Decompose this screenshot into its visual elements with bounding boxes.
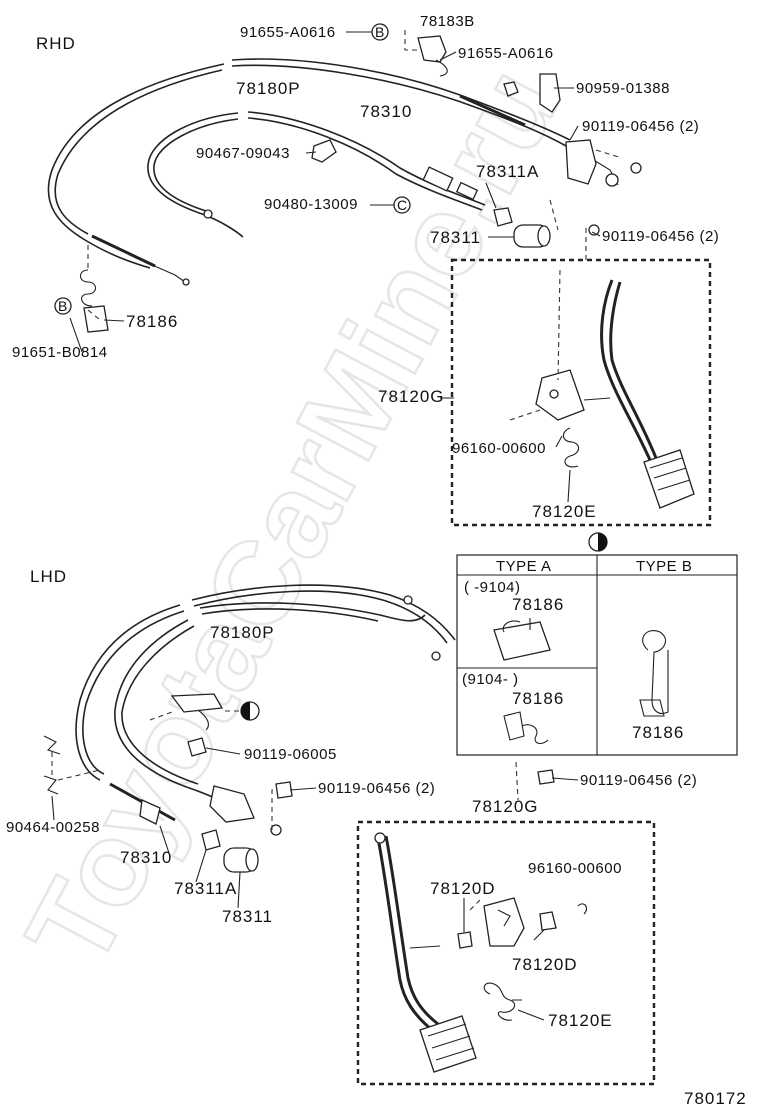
label-90480-13009: 90480-13009	[264, 196, 358, 213]
label-78180p-rhd: 78180P	[236, 79, 301, 98]
label-96160-00600-rhd: 96160-00600	[452, 440, 546, 457]
rhd-clip-90467	[311, 139, 337, 163]
callout-b-left: B	[54, 297, 72, 315]
lhd-stopper-78311	[223, 847, 259, 873]
label-78311-lhd: 78311	[222, 907, 273, 926]
type-table: TYPE A TYPE B ( -9104) 78186 (9104- ) 78…	[456, 532, 738, 756]
label-78120g-lhd: 78120G	[472, 797, 539, 816]
type-a-range-1: ( -9104)	[464, 579, 521, 596]
type-a-range-2: (9104- )	[462, 671, 519, 688]
lhd-type-marker	[240, 701, 260, 721]
lhd-bolt-upper	[275, 781, 293, 799]
lhd-clip-parts	[43, 693, 241, 795]
type-b-header: TYPE B	[636, 558, 692, 575]
rhd-spring-78186	[79, 245, 109, 333]
label-78120e-rhd: 78120E	[532, 502, 597, 521]
label-90119-06456-lhd-lower: 90119-06456 (2)	[580, 772, 697, 789]
label-78311a-lhd: 78311A	[174, 879, 237, 898]
label-78180p-lhd: 78180P	[210, 623, 275, 642]
rhd-pedal-box	[450, 258, 712, 527]
label-91655-a0616-top: 91655-A0616	[240, 24, 336, 41]
label-91651-b0814: 91651-B0814	[12, 344, 108, 361]
watermark: ToyotaCarMine.ru	[1, 47, 584, 987]
rhd-stopper-78311	[513, 224, 551, 248]
callout-c: C	[393, 196, 411, 214]
rhd-throttle-cable-78310	[147, 111, 486, 238]
rhd-cable-bracket	[565, 139, 642, 236]
lhd-label-leaders	[51, 747, 579, 1021]
rhd-bracket-78183b	[404, 30, 561, 113]
type-a-part-2: 78186	[512, 689, 564, 708]
label-78183b: 78183B	[420, 13, 475, 30]
label-90119-06456-lhd-upper: 90119-06456 (2)	[318, 780, 435, 797]
label-78310-lhd: 78310	[120, 848, 172, 867]
type-a-header: TYPE A	[496, 558, 552, 575]
label-78311a-rhd: 78311A	[476, 162, 539, 181]
label-78120d-right: 78120D	[512, 955, 578, 974]
label-78310-rhd: 78310	[360, 102, 412, 121]
label-78186-rhd: 78186	[126, 312, 178, 331]
rhd-part-labels: 91655-A0616 78183B 91655-A0616 90959-013…	[12, 13, 719, 521]
label-90467-09043: 90467-09043	[196, 145, 290, 162]
lhd-throttle-cable-78310	[114, 595, 426, 836]
type-b-part: 78186	[632, 723, 684, 742]
type-a-part-1: 78186	[512, 595, 564, 614]
label-78311-rhd: 78311	[430, 228, 481, 247]
rhd-cushion-78311a	[493, 207, 513, 227]
label-78120e-lhd: 78120E	[548, 1011, 613, 1030]
lhd-pedal-box	[356, 820, 656, 1086]
label-90119-06456-rhd-upper: 90119-06456 (2)	[582, 118, 699, 135]
svg-text:B: B	[375, 24, 385, 40]
label-90959-01388: 90959-01388	[576, 80, 670, 97]
lhd-section-label: LHD	[30, 567, 67, 586]
lhd-cushion-78311a	[201, 829, 221, 851]
rhd-section-label: RHD	[36, 34, 76, 53]
lhd-accelerator-cable-78180p	[75, 584, 456, 825]
label-90119-06456-rhd-lower: 90119-06456 (2)	[602, 228, 719, 245]
rhd-accelerator-pedal	[535, 269, 695, 509]
label-90119-06005: 90119-06005	[244, 746, 337, 763]
label-91655-a0616-right: 91655-A0616	[458, 45, 554, 62]
lhd-part-labels: 78180P 90119-06005 90119-06456 (2) 90464…	[6, 623, 697, 1030]
callout-b-top: B	[371, 23, 389, 41]
label-90464-00258: 90464-00258	[6, 819, 100, 836]
figure-id: 780172	[684, 1089, 747, 1108]
rhd-label-leaders	[69, 31, 601, 503]
label-78120g-rhd: 78120G	[378, 387, 445, 406]
label-78120d-left: 78120D	[430, 879, 496, 898]
lhd-bolt-90119	[537, 769, 555, 785]
svg-text:B: B	[58, 298, 68, 314]
lhd-accelerator-pedal	[374, 832, 587, 1073]
label-96160-00600-lhd: 96160-00600	[528, 860, 622, 877]
svg-text:C: C	[397, 197, 407, 213]
